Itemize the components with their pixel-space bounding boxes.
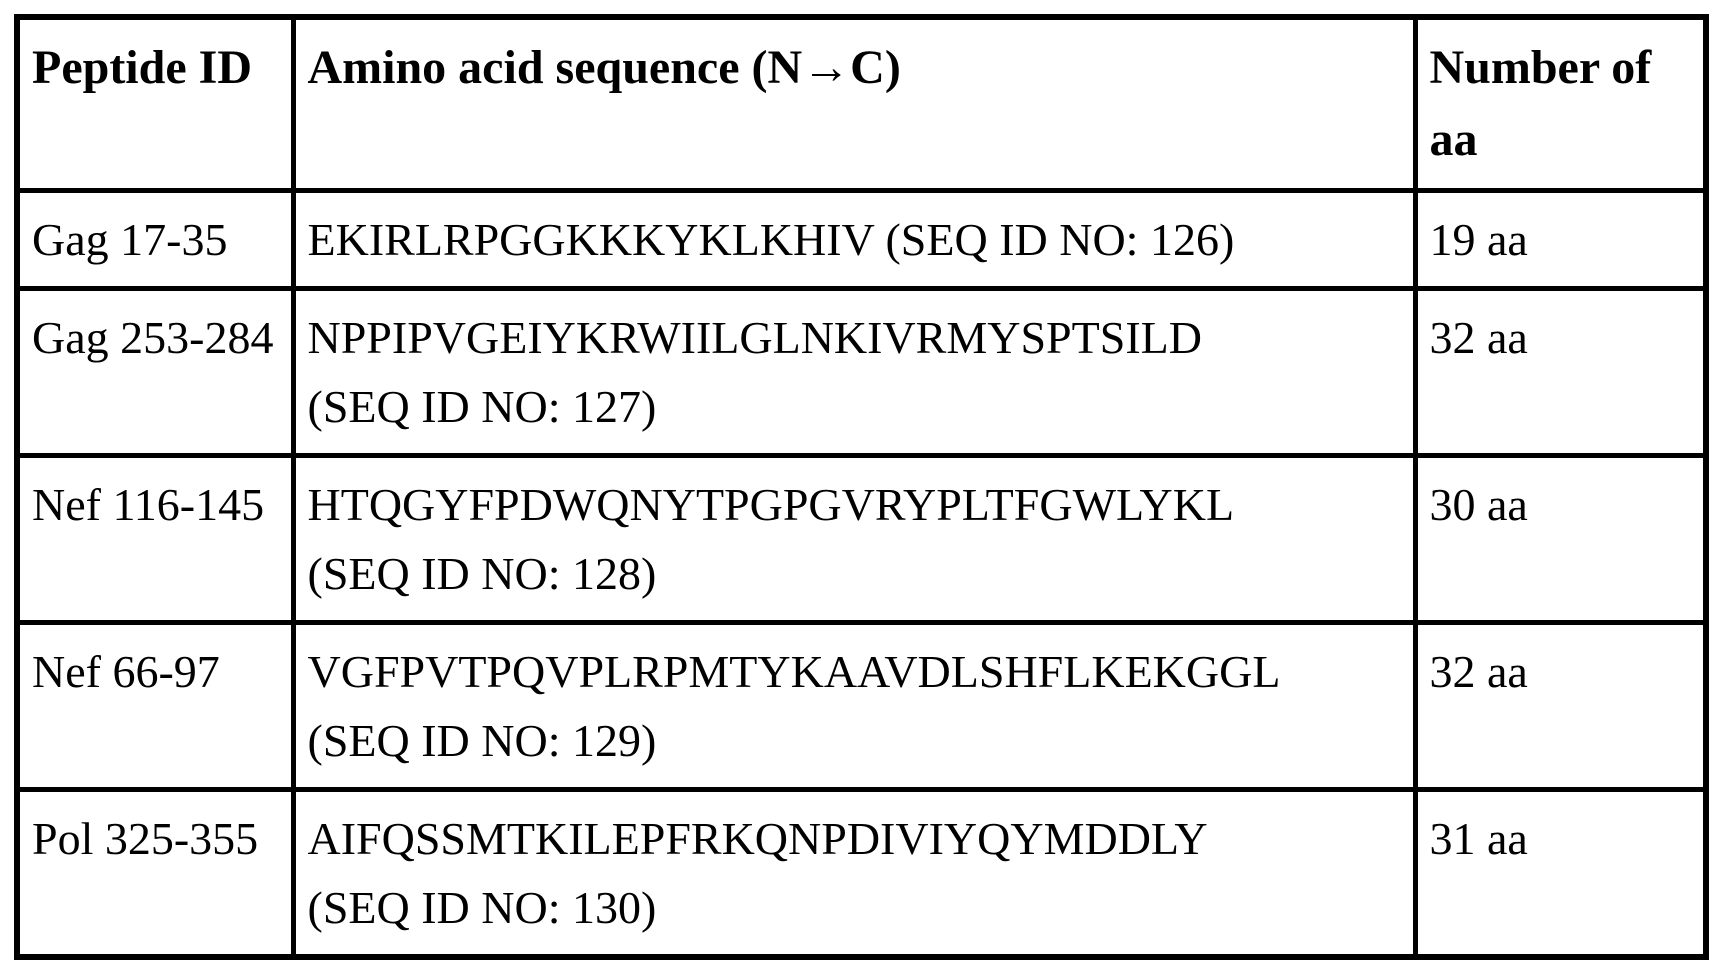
peptide-id-cell: Nef 66-97 — [14, 620, 296, 792]
table-row: Nef 116-145 HTQGYFPDWQNYTPGPGVRYPLTFGWLY… — [14, 453, 1709, 625]
table-row: Pol 325-355 AIFQSSMTKILEPFRKQNPDIVIYQYMD… — [14, 787, 1709, 960]
sequence-cell: HTQGYFPDWQNYTPGPGVRYPLTFGWLYKL (SEQ ID N… — [290, 453, 1418, 625]
sequence-cell: EKIRLRPGGKKKYKLKHIV (SEQ ID NO: 126) — [290, 188, 1418, 291]
table-row: Gag 17-35 EKIRLRPGGKKKYKLKHIV (SEQ ID NO… — [14, 188, 1709, 291]
aa-count-cell: 31 aa — [1412, 787, 1709, 960]
sequence-cell: AIFQSSMTKILEPFRKQNPDIVIYQYMDDLY (SEQ ID … — [290, 787, 1418, 960]
sequence-text: NPPIPVGEIYKRWIILGLNKIVRMYSPTSILD — [307, 312, 1202, 363]
sequence-text: HTQGYFPDWQNYTPGPGVRYPLTFGWLYKL — [307, 479, 1233, 530]
aa-count-cell: 19 aa — [1412, 188, 1709, 291]
table-row: Gag 253-284 NPPIPVGEIYKRWIILGLNKIVRMYSPT… — [14, 286, 1709, 458]
header-cell-sequence: Amino acid sequence (N→C) — [290, 14, 1418, 193]
aa-count-cell: 30 aa — [1412, 453, 1709, 625]
seq-id-text: (SEQ ID NO: 126) — [885, 214, 1235, 265]
aa-count-cell: 32 aa — [1412, 286, 1709, 458]
table-header-row: Peptide ID Amino acid sequence (N→C) Num… — [14, 14, 1709, 193]
header-cell-num-aa: Number of aa — [1412, 14, 1709, 193]
seq-id-text: (SEQ ID NO: 127) — [307, 381, 657, 432]
peptide-table: Peptide ID Amino acid sequence (N→C) Num… — [14, 14, 1709, 960]
header-cell-peptide-id: Peptide ID — [14, 14, 296, 193]
sequence-text: VGFPVTPQVPLRPMTYKAAVDLSHFLKEKGGL — [307, 646, 1279, 697]
seq-id-text: (SEQ ID NO: 130) — [307, 882, 657, 933]
sequence-cell: NPPIPVGEIYKRWIILGLNKIVRMYSPTSILD (SEQ ID… — [290, 286, 1418, 458]
table-row: Nef 66-97 VGFPVTPQVPLRPMTYKAAVDLSHFLKEKG… — [14, 620, 1709, 792]
peptide-id-cell: Nef 116-145 — [14, 453, 296, 625]
seq-id-text: (SEQ ID NO: 128) — [307, 548, 657, 599]
seq-id-text: (SEQ ID NO: 129) — [307, 715, 657, 766]
peptide-id-cell: Gag 17-35 — [14, 188, 296, 291]
sequence-text: AIFQSSMTKILEPFRKQNPDIVIYQYMDDLY — [307, 813, 1206, 864]
sequence-cell: VGFPVTPQVPLRPMTYKAAVDLSHFLKEKGGL (SEQ ID… — [290, 620, 1418, 792]
peptide-id-cell: Gag 253-284 — [14, 286, 296, 458]
sequence-text: EKIRLRPGGKKKYKLKHIV — [307, 214, 874, 265]
peptide-id-cell: Pol 325-355 — [14, 787, 296, 960]
aa-count-cell: 32 aa — [1412, 620, 1709, 792]
